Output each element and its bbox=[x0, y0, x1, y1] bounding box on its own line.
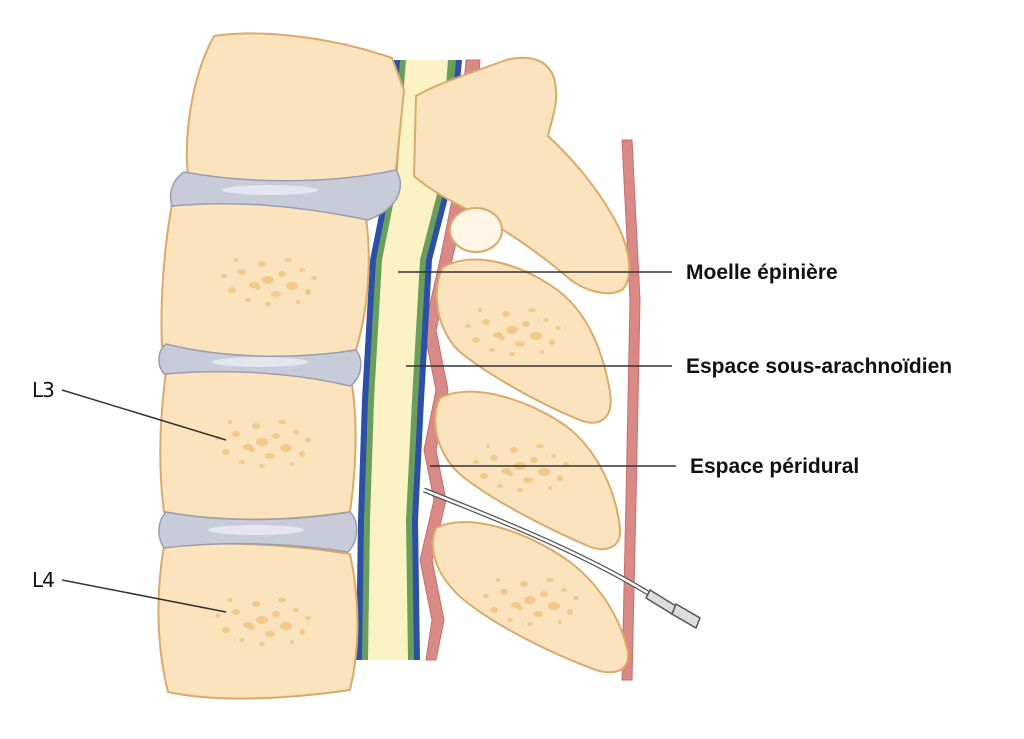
label-l4: L4 bbox=[32, 568, 55, 592]
label-espace-peridural: Espace péridural bbox=[690, 455, 860, 478]
facet-joint bbox=[449, 207, 503, 253]
disc-highlight-3 bbox=[208, 525, 304, 535]
label-l3: L3 bbox=[32, 378, 55, 402]
label-espace-sous-arachnoidien: Espace sous-arachnoïdien bbox=[686, 355, 953, 378]
disc-highlight-2 bbox=[212, 357, 308, 367]
spinous-process-1 bbox=[435, 258, 612, 424]
spinous-process-2 bbox=[434, 390, 622, 551]
posterior-ligament bbox=[621, 139, 641, 681]
leader-l4 bbox=[61, 579, 227, 613]
intervertebral-disc-1 bbox=[169, 169, 402, 221]
leader-l3 bbox=[61, 389, 227, 441]
disc-highlight-1 bbox=[222, 185, 318, 195]
catheter-connector bbox=[645, 588, 701, 630]
label-moelle-epiniere: Moelle épinière bbox=[686, 261, 838, 284]
vertebral-body-l1 bbox=[185, 32, 406, 188]
spinal-cord bbox=[368, 60, 448, 660]
